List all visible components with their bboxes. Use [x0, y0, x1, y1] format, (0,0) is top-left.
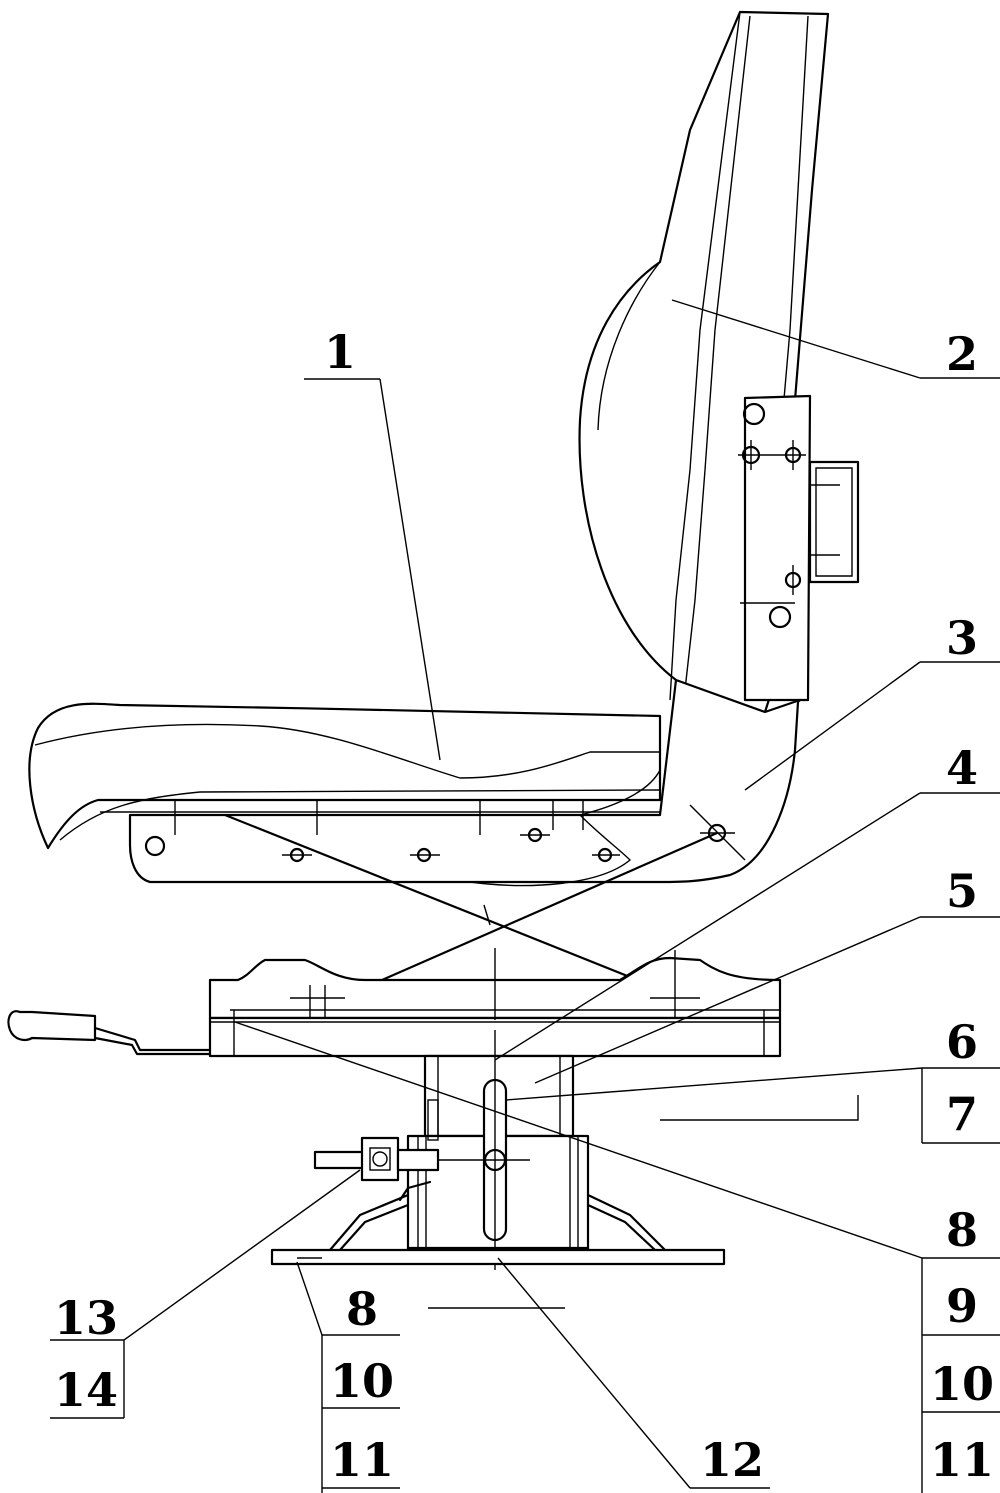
backrest-bracket [738, 394, 860, 702]
scissor-links [223, 813, 719, 1007]
callout-13: 13 [54, 1291, 118, 1345]
suspension-column [270, 1030, 726, 1270]
callout-10-right: 10 [930, 1357, 994, 1411]
callout-11-left: 11 [330, 1433, 394, 1487]
leader-lines [50, 299, 1000, 1493]
callout-2: 2 [946, 327, 978, 381]
callout-14: 14 [54, 1363, 118, 1417]
callout-4: 4 [946, 741, 978, 795]
callout-1: 1 [324, 325, 356, 379]
callout-3: 3 [946, 611, 978, 665]
callout-7: 7 [946, 1087, 978, 1141]
callout-10-left: 10 [330, 1354, 394, 1408]
adjust-lever [7, 1010, 212, 1056]
callout-12: 12 [700, 1433, 764, 1487]
callout-8-left: 8 [346, 1282, 378, 1336]
callout-8-right: 8 [946, 1203, 978, 1257]
callout-11-right: 11 [930, 1433, 994, 1487]
side-knob [313, 1136, 440, 1182]
callout-labels: 1 2 3 4 5 6 7 8 9 10 11 8 10 11 12 13 14 [54, 325, 994, 1487]
seat-cushion [28, 702, 662, 850]
callout-5: 5 [946, 864, 978, 918]
callout-9: 9 [946, 1279, 978, 1333]
callout-6: 6 [946, 1015, 978, 1069]
